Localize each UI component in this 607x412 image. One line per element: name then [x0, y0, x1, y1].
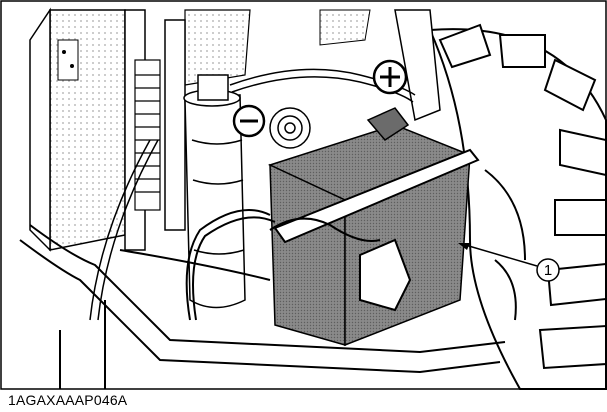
callout-1: 1 [458, 243, 560, 282]
callout-number: 1 [544, 262, 552, 279]
tire [428, 23, 607, 390]
battery-hold-down-bracket [273, 148, 480, 312]
spring [134, 59, 161, 211]
battery-cables [185, 209, 381, 321]
negative-terminal-symbol [232, 104, 266, 138]
mesh-panel-top [184, 9, 371, 86]
callout-leader-line [461, 243, 538, 267]
figure-caption: 1AGAXAAAP046A [8, 392, 128, 408]
positive-terminal-symbol [372, 59, 408, 95]
canister [183, 74, 246, 309]
pulley [269, 107, 311, 149]
chassis-frame [19, 224, 506, 389]
callout-arrowhead [458, 243, 470, 250]
callout-circle [536, 258, 560, 282]
positive-terminal-cap [366, 107, 410, 141]
mesh-panel-left [29, 7, 126, 252]
